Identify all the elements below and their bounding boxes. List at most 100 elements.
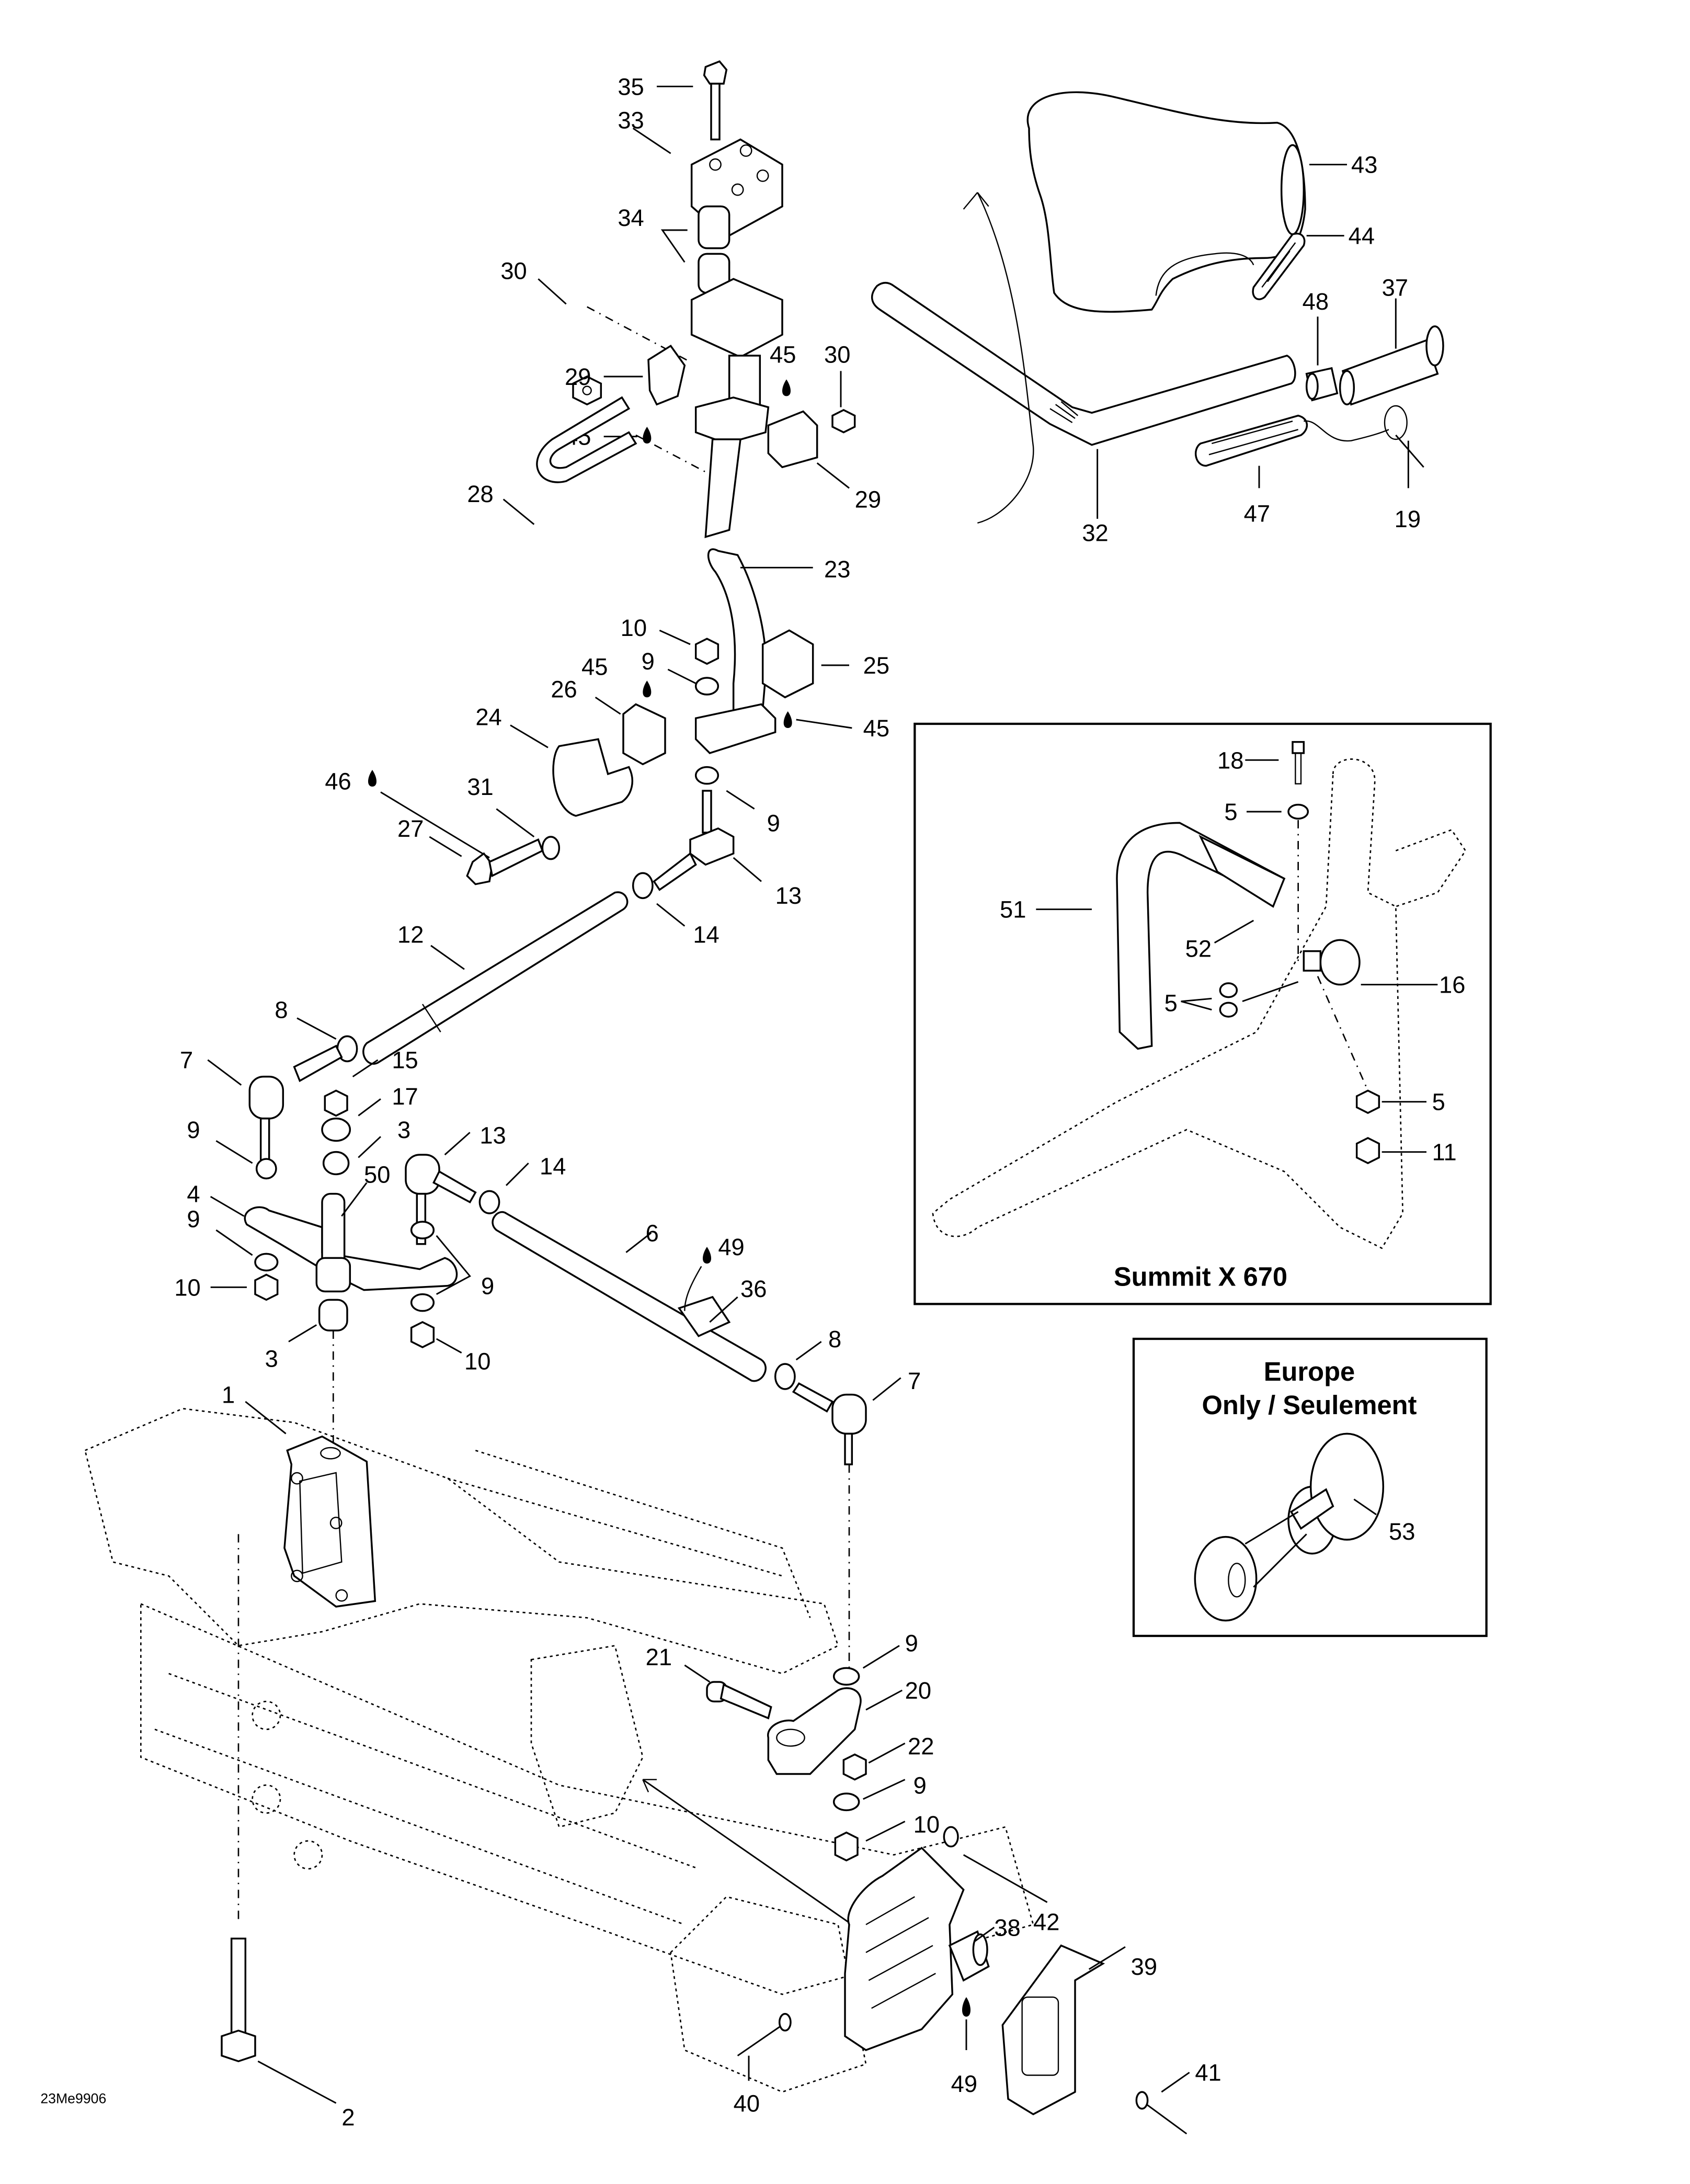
part-34-bushings bbox=[698, 205, 730, 294]
part-17-nut bbox=[324, 1089, 348, 1117]
callout-10a: 10 bbox=[621, 615, 647, 641]
callout-45b: 45 bbox=[770, 341, 796, 368]
leader-28 bbox=[503, 498, 535, 525]
lubricant-drop-icon bbox=[643, 427, 652, 443]
callout-17: 17 bbox=[392, 1083, 418, 1110]
callout-53: 53 bbox=[1389, 1518, 1415, 1545]
part-9-washer-d bbox=[254, 1253, 279, 1272]
part-9-washer-c bbox=[255, 1158, 277, 1180]
callout-42: 42 bbox=[1033, 1909, 1059, 1936]
part-43-handlebar-cover bbox=[1026, 91, 1306, 313]
callout-45d: 45 bbox=[581, 654, 608, 680]
leader-36 bbox=[709, 1296, 738, 1323]
part-4-steering-arm bbox=[244, 1206, 458, 1291]
callout-14b: 14 bbox=[540, 1153, 566, 1179]
leader-17 bbox=[358, 1098, 381, 1117]
part-10-nut bbox=[694, 638, 720, 665]
leader-38 bbox=[974, 1927, 995, 1942]
callout-23: 23 bbox=[824, 556, 850, 583]
callout-40: 40 bbox=[734, 2090, 760, 2117]
arrow-head bbox=[963, 192, 989, 210]
callout-36: 36 bbox=[740, 1276, 767, 1302]
leader-3b bbox=[288, 1324, 317, 1343]
callout-5a: 5 bbox=[1224, 799, 1237, 825]
part-17-washer bbox=[321, 1117, 351, 1142]
leader-9e bbox=[436, 1235, 471, 1295]
part-10-nut-d bbox=[834, 1832, 859, 1862]
part-7-rod-end-left bbox=[248, 1044, 343, 1162]
part-9-washer bbox=[694, 677, 720, 696]
part-3-bushing-upper bbox=[322, 1151, 350, 1176]
callout-28: 28 bbox=[467, 481, 493, 507]
inset-europe-only bbox=[1132, 1337, 1488, 1637]
leader-12 bbox=[430, 945, 465, 970]
lubricant-drop-icon bbox=[782, 379, 791, 396]
leader-31 bbox=[496, 808, 535, 838]
callout-25: 25 bbox=[863, 652, 889, 679]
callout-2: 2 bbox=[341, 2104, 355, 2131]
callout-39: 39 bbox=[1131, 1953, 1157, 1980]
leader-24 bbox=[510, 724, 549, 748]
leader-6 bbox=[625, 1232, 652, 1253]
callout-15: 15 bbox=[392, 1047, 418, 1074]
part-3-bushing-lower bbox=[318, 1299, 348, 1332]
leader-5b bbox=[1181, 997, 1212, 1011]
leader-41 bbox=[1161, 2072, 1190, 2093]
callout-33: 33 bbox=[618, 107, 644, 133]
callout-18: 18 bbox=[1217, 747, 1243, 774]
callout-11: 11 bbox=[1432, 1139, 1457, 1166]
part-27-bolt bbox=[466, 838, 544, 885]
leader-14a bbox=[656, 903, 686, 927]
callout-9c: 9 bbox=[187, 1117, 200, 1143]
callout-32: 32 bbox=[1082, 520, 1108, 547]
callout-21: 21 bbox=[646, 1644, 672, 1670]
leader-9c bbox=[215, 1140, 253, 1164]
part-14-jam-nut bbox=[632, 872, 654, 900]
part-29-clamp-right bbox=[767, 410, 818, 469]
leader-2 bbox=[257, 2061, 337, 2104]
callout-49b: 49 bbox=[951, 2071, 977, 2097]
part-7-rod-end-right bbox=[792, 1382, 867, 1465]
part-29-clamp-left bbox=[647, 344, 686, 406]
callout-4: 4 bbox=[187, 1181, 200, 1208]
callout-48: 48 bbox=[1303, 288, 1329, 315]
part-24-clamp bbox=[552, 738, 634, 817]
callout-3b: 3 bbox=[265, 1345, 278, 1372]
callout-19: 19 bbox=[1395, 506, 1421, 532]
leader-9a bbox=[667, 668, 696, 684]
steering-column-upper bbox=[690, 278, 783, 539]
part-37-grip bbox=[1339, 325, 1444, 406]
callout-8a: 8 bbox=[275, 997, 288, 1023]
callout-8b: 8 bbox=[828, 1326, 841, 1352]
callout-13a: 13 bbox=[775, 882, 802, 909]
leader-9g bbox=[863, 1779, 906, 1800]
part-30-nut bbox=[572, 376, 602, 406]
callout-9d: 9 bbox=[187, 1206, 200, 1233]
leader-14b bbox=[505, 1162, 529, 1186]
leader-10c bbox=[436, 1338, 462, 1353]
part-42-washer bbox=[943, 1826, 959, 1848]
part-21-bolt bbox=[706, 1681, 772, 1720]
part-35-bolt bbox=[703, 60, 728, 141]
callout-10b: 10 bbox=[174, 1274, 200, 1301]
part-9-washer-b bbox=[694, 766, 720, 785]
leader-46 bbox=[380, 791, 490, 859]
leader-8a bbox=[296, 1017, 337, 1040]
part-44-grip-insert bbox=[1252, 232, 1306, 300]
leader-10a bbox=[659, 629, 691, 645]
callout-27: 27 bbox=[397, 815, 424, 842]
leader-39 bbox=[1088, 1946, 1126, 1970]
callout-1: 1 bbox=[222, 1382, 235, 1408]
callout-7a: 7 bbox=[180, 1047, 193, 1074]
callout-30a: 30 bbox=[500, 257, 527, 284]
callout-46: 46 bbox=[325, 768, 351, 794]
callout-34: 34 bbox=[618, 204, 644, 231]
part-9-washer-f bbox=[832, 1667, 860, 1686]
lubricant-drop-icon bbox=[643, 680, 652, 698]
inset-title-summit: Summit X 670 bbox=[1114, 1262, 1287, 1292]
lubricant-drop-icon bbox=[703, 1247, 711, 1264]
part-25-bracket bbox=[761, 629, 814, 699]
leader-29b bbox=[816, 462, 850, 489]
callout-29a: 29 bbox=[565, 363, 591, 390]
